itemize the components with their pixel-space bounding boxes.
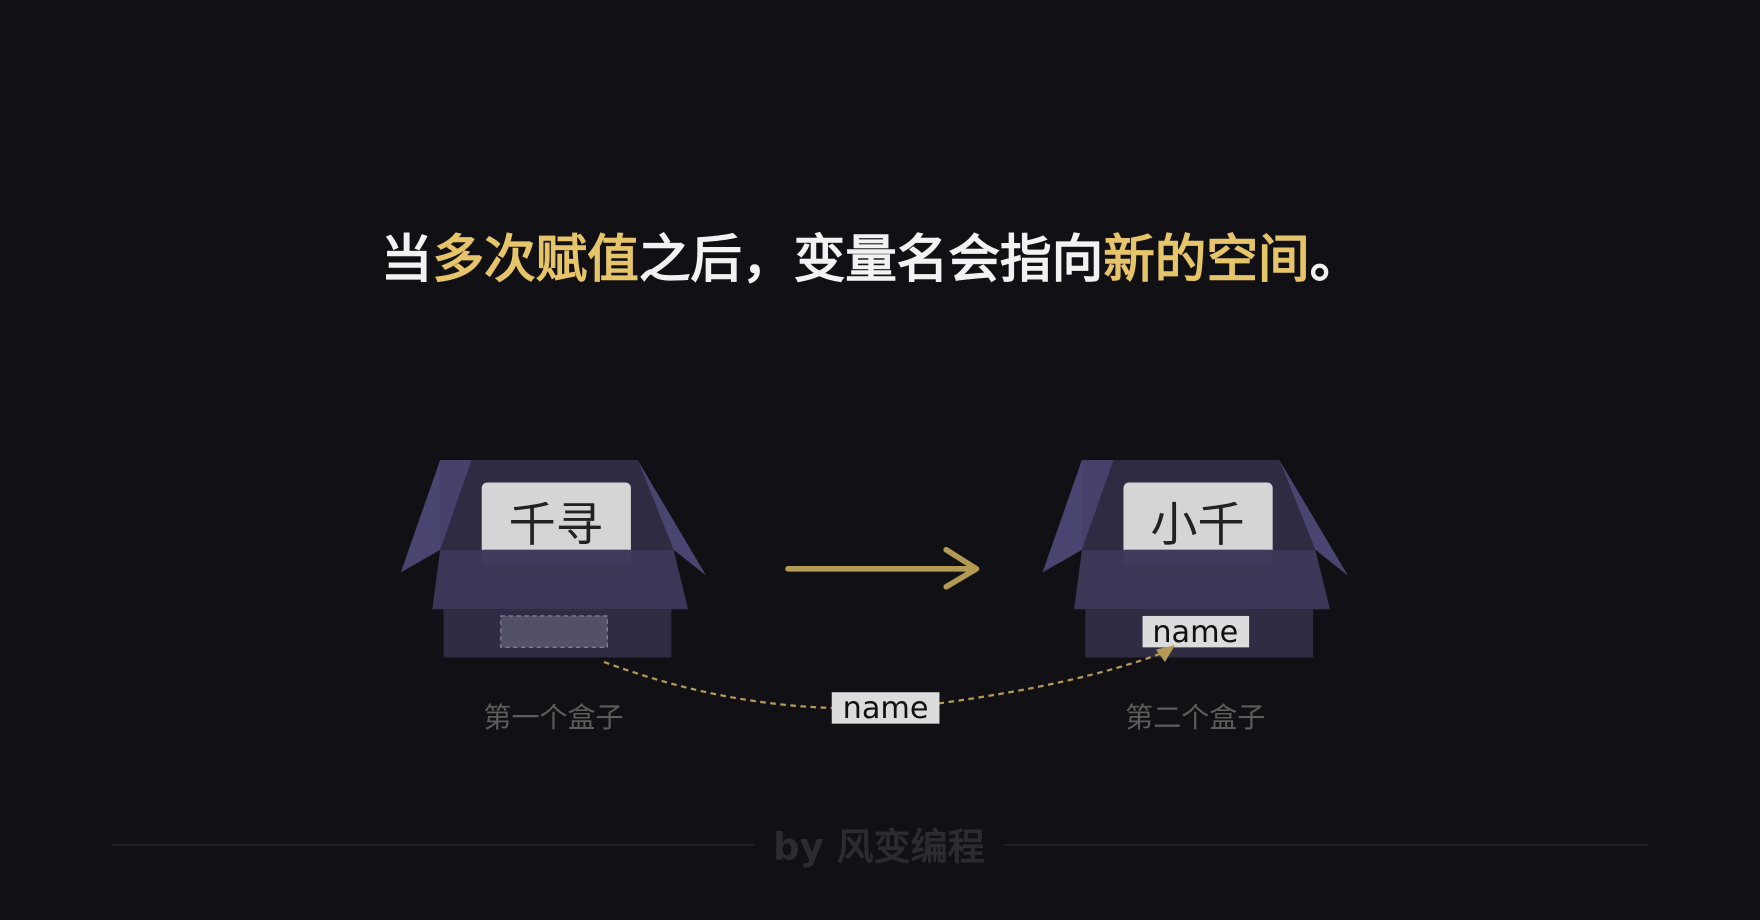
- reassignment-path: name: [603, 645, 1176, 726]
- footer-credit: by 风变编程: [773, 825, 985, 868]
- moving-variable-label: name: [843, 691, 929, 726]
- page-title: 当多次赋值之后，变量名会指向新的空间。: [381, 230, 1361, 290]
- box-value-label: 小千: [1150, 498, 1244, 553]
- variable-tag-label: name: [1152, 615, 1238, 650]
- title-segment: 之后，变量名会指向: [639, 230, 1103, 290]
- title-segment: 。: [1310, 230, 1362, 290]
- arrowhead-icon: [1156, 645, 1176, 662]
- first-box: 千寻 第一个盒子: [400, 460, 707, 734]
- variable-tag: [1142, 615, 1250, 648]
- right-arrow-icon: [785, 546, 980, 590]
- box-caption: 第一个盒子: [483, 701, 623, 734]
- second-box: 小千 name 第二个盒子: [1042, 460, 1348, 734]
- title-highlight: 多次赋值: [432, 230, 638, 290]
- title-highlight: 新的空间: [1103, 230, 1309, 290]
- empty-variable-slot: [500, 615, 608, 648]
- box-icon: [1042, 460, 1348, 658]
- box-value-label: 千寻: [509, 498, 603, 553]
- moving-variable-tag: [831, 692, 940, 724]
- title-segment: 当: [381, 230, 433, 290]
- box-caption: 第二个盒子: [1125, 701, 1265, 734]
